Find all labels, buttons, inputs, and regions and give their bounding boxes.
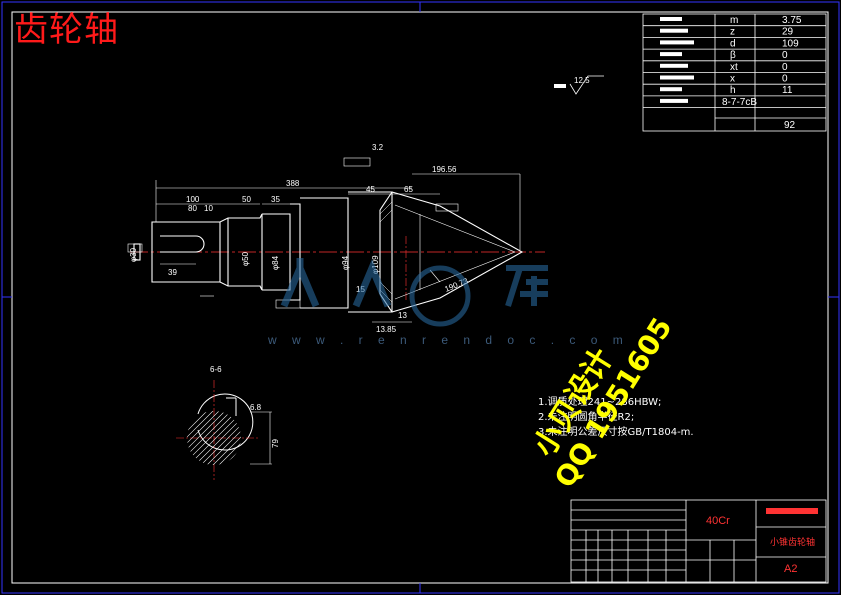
dim-phi50: φ50 — [241, 251, 250, 266]
param-value: 0 — [782, 50, 788, 61]
dim-65: 65 — [404, 185, 413, 194]
param-label — [660, 40, 694, 45]
param-value: 11 — [782, 85, 793, 96]
dim-39: 39 — [168, 268, 177, 277]
section-label: 6-6 — [210, 365, 222, 374]
param-label — [660, 87, 682, 92]
param-symbol: x — [730, 74, 735, 85]
dim-35: 35 — [271, 195, 280, 204]
roughness-3-2: 3.2 — [372, 143, 384, 152]
drawing-title: 齿轮轴 — [14, 10, 119, 50]
param-value: 109 — [782, 38, 799, 49]
dim-100: 100 — [186, 195, 200, 204]
dim-10: 10 — [204, 204, 213, 213]
param-symbol: m — [730, 15, 738, 26]
param-last-value: 92 — [784, 120, 796, 131]
shaft-outline — [133, 191, 524, 313]
dim-phi94: φ94 — [341, 255, 350, 270]
inner-frame — [11, 11, 829, 584]
param-value: 0 — [782, 62, 788, 73]
section-view-6-6 — [176, 380, 272, 480]
note-1: 1.调质处理241~286HBW; — [538, 397, 662, 408]
param-value: 29 — [782, 27, 794, 38]
sheet-size: A2 — [784, 563, 797, 575]
param-label — [660, 17, 682, 21]
dim-79: 79 — [271, 439, 280, 448]
roughness-12-5: 12.5 — [574, 76, 590, 85]
dim-13-85: 13.85 — [376, 325, 397, 334]
material: 40Cr — [706, 515, 730, 527]
param-label — [660, 63, 688, 68]
param-value: 8-7-7cB — [722, 97, 757, 108]
param-value: 0 — [782, 74, 788, 85]
dimension-lines — [155, 173, 521, 323]
gear-parameter-table — [642, 13, 827, 132]
param-label — [660, 75, 694, 80]
param-symbol: h — [730, 85, 736, 96]
param-symbol: xt — [730, 62, 738, 73]
note-2: 2.未注明圆角半径R2; — [538, 412, 635, 423]
dim-phi84: φ84 — [271, 255, 280, 270]
watermark-logo — [280, 258, 548, 327]
title-block — [570, 499, 827, 583]
dim-45: 45 — [366, 185, 375, 194]
note-3: 3.未注明公差尺寸按GB/T1804-m. — [538, 427, 694, 438]
dim-80: 80 — [188, 204, 197, 213]
dim-13: 13 — [398, 311, 407, 320]
param-label — [660, 52, 682, 57]
param-value: 3.75 — [782, 15, 802, 26]
dim-phi30: φ30 — [129, 247, 138, 262]
dim-6-8: 6.8 — [250, 403, 262, 412]
dim-phi109: φ109 — [371, 255, 380, 274]
watermark-url: w w w . r e n r e n d o c . c o m — [268, 333, 629, 347]
part-name: 小锥齿轮轴 — [770, 536, 815, 548]
param-label — [660, 98, 688, 103]
param-symbol: z — [730, 27, 735, 38]
dim-388: 388 — [286, 179, 300, 188]
technical-notes: 1.调质处理241~286HBW; 2.未注明圆角半径R2; 3.未注明公差尺寸… — [538, 395, 694, 440]
param-label — [660, 28, 688, 33]
param-symbol: β — [730, 50, 736, 61]
param-symbol: d — [730, 38, 736, 49]
dim-196-56: 196.56 — [432, 165, 457, 174]
dim-50: 50 — [242, 195, 251, 204]
